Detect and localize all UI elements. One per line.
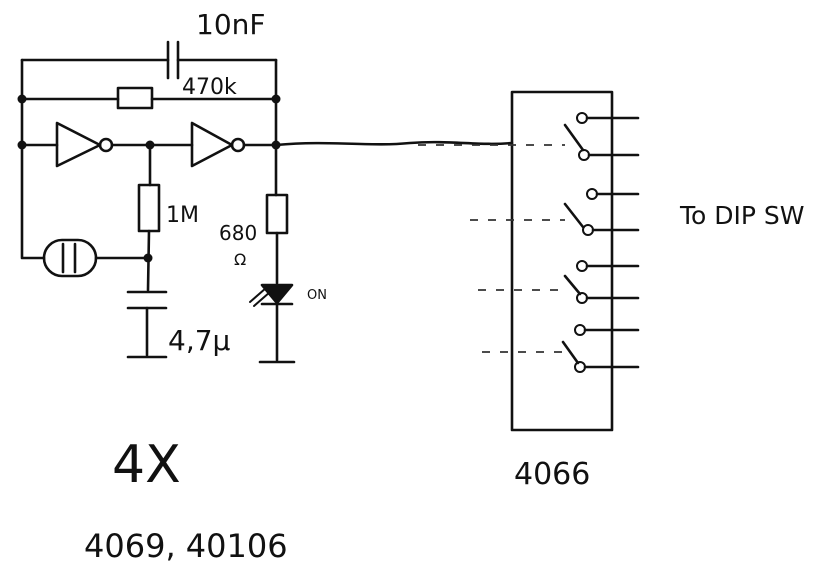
label-timing-capacitor: 4,7μ <box>168 324 231 357</box>
switch-1 <box>418 112 640 161</box>
bias-resistor-branch <box>137 143 161 292</box>
switch-3 <box>478 260 640 304</box>
label-feedback-capacitor: 10nF <box>196 8 265 41</box>
resonator <box>20 143 150 278</box>
label-inverter-chips: 4069, 40106 <box>84 527 288 565</box>
label-led-resistor-value: 680 <box>219 221 257 245</box>
switch-2 <box>470 188 640 236</box>
label-bias-resistor: 1M <box>166 203 199 228</box>
led-triangle <box>260 283 294 305</box>
analog-switch-chip <box>510 90 614 432</box>
feedback-capacitor-branch <box>20 40 278 147</box>
label-multiplier: 4X <box>112 435 181 495</box>
timing-capacitor <box>126 290 168 359</box>
label-destination: To DIP SW <box>679 201 805 230</box>
inverter-1 <box>55 121 102 168</box>
switch-4 <box>482 324 640 373</box>
label-led: ON <box>307 288 327 303</box>
led-branch <box>249 143 296 364</box>
label-led-resistor-unit: Ω <box>234 250 246 269</box>
label-switch-chip: 4066 <box>514 457 590 492</box>
feedback-resistor-branch <box>20 86 278 110</box>
output-wire <box>274 140 514 147</box>
inverter-2 <box>190 121 234 168</box>
label-feedback-resistor: 470k <box>182 75 237 100</box>
